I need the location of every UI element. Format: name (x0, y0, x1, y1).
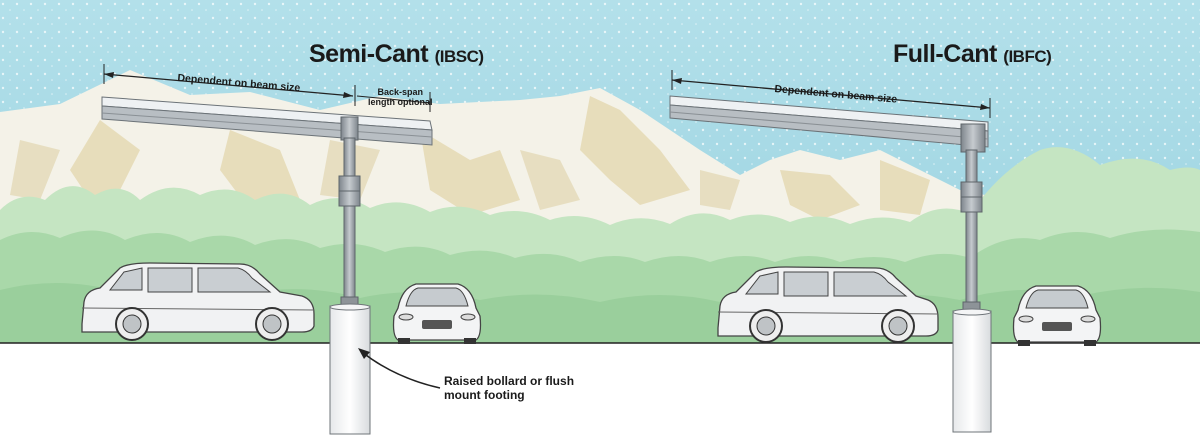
sedan-right (1012, 285, 1102, 346)
full-cant-title-text: Full-Cant (893, 40, 997, 68)
semi-cant-column (343, 137, 356, 307)
suv-right (717, 266, 939, 343)
full-cant-title: Full-Cant (IBFC) (893, 40, 1052, 69)
semi-cant-bollard (329, 305, 371, 435)
back-span-line2: length optional (368, 97, 433, 107)
ground (0, 343, 1200, 446)
full-cant-structure (669, 70, 992, 433)
suv-left (81, 262, 315, 341)
mountain-shade (70, 96, 930, 220)
footing-callout-arrow (361, 351, 441, 389)
back-span-line1: Back-span (377, 87, 424, 97)
footing-note-line1: Raised bollard or flush (444, 374, 575, 388)
mountain-shade-2 (10, 140, 740, 210)
sedan-left (392, 283, 482, 344)
full-cant-code: (IBFC) (1003, 47, 1052, 66)
footing-note-line2: mount footing (444, 388, 525, 402)
full-cant-bollard (952, 310, 992, 433)
semi-cant-code: (IBSC) (434, 47, 484, 66)
semi-cant-title-text: Semi-Cant (309, 40, 429, 68)
semi-cant-structure (101, 64, 441, 435)
semi-cant-title: Semi-Cant (IBSC) (309, 40, 484, 69)
back-span-label: Back-span length optional (368, 87, 433, 107)
footing-note: Raised bollard or flush mount footing (444, 374, 574, 402)
full-cant-column (965, 149, 978, 311)
